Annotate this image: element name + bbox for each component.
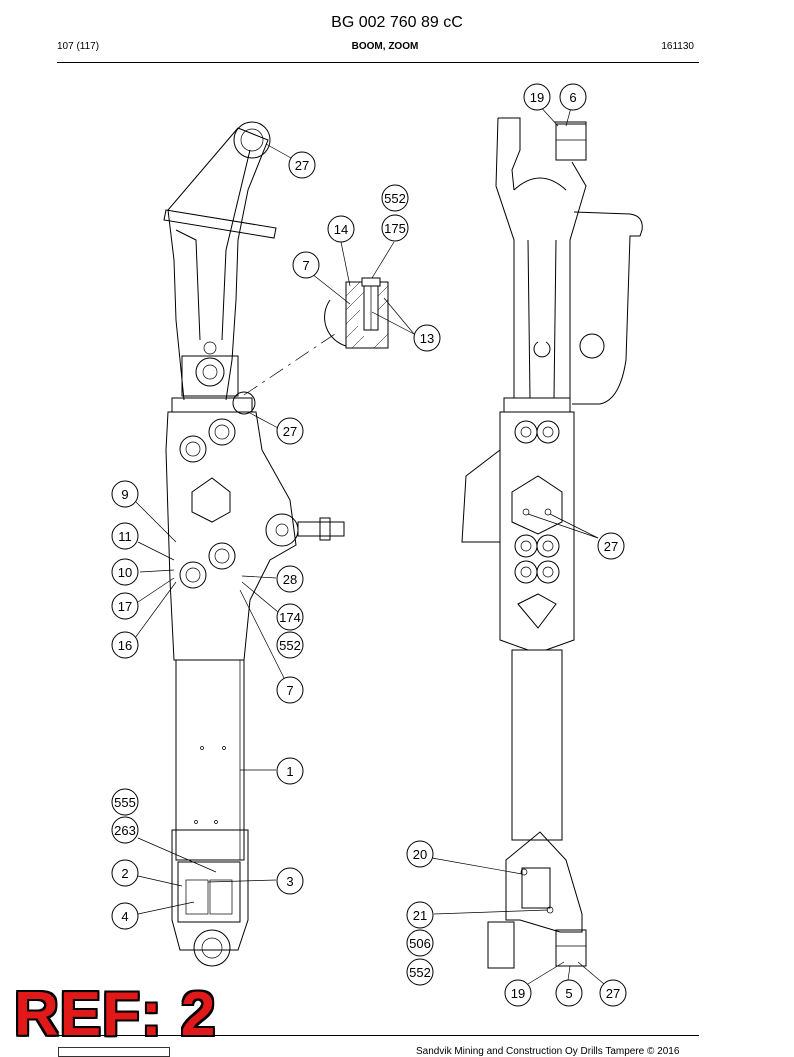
callout-27: 27 (276, 417, 304, 445)
callout-27: 27 (599, 979, 627, 1007)
svg-text:2: 2 (121, 866, 128, 881)
svg-text:7: 7 (302, 258, 309, 273)
svg-text:21: 21 (413, 908, 427, 923)
callout-27: 27 (288, 151, 316, 179)
callout-19: 19 (523, 83, 551, 111)
callout-552: 552 (276, 631, 304, 659)
svg-text:263: 263 (114, 823, 136, 838)
svg-text:27: 27 (283, 424, 297, 439)
header-rule (57, 62, 699, 63)
svg-text:19: 19 (511, 986, 525, 1001)
document-title: BG 002 760 89 cC (331, 14, 463, 31)
svg-text:28: 28 (283, 572, 297, 587)
svg-text:11: 11 (118, 529, 132, 544)
callout-175: 175 (381, 214, 409, 242)
callout-16: 16 (111, 631, 139, 659)
ref-stamp: REF: 2 (14, 980, 217, 1049)
callout-17: 17 (111, 592, 139, 620)
callout-2: 2 (111, 859, 139, 887)
svg-text:7: 7 (286, 683, 293, 698)
svg-text:4: 4 (121, 909, 128, 924)
svg-text:6: 6 (569, 90, 576, 105)
callout-506: 506 (406, 929, 434, 957)
svg-text:174: 174 (279, 610, 301, 625)
callout-263: 263 (111, 816, 139, 844)
callout-4: 4 (111, 902, 139, 930)
callout-7: 7 (276, 676, 304, 704)
svg-text:27: 27 (604, 539, 618, 554)
svg-text:3: 3 (286, 874, 293, 889)
svg-text:555: 555 (114, 795, 136, 810)
svg-text:10: 10 (118, 565, 132, 580)
svg-text:1: 1 (286, 764, 293, 779)
left-boom-view (163, 121, 345, 967)
svg-text:13: 13 (420, 331, 434, 346)
callout-3: 3 (276, 867, 304, 895)
section-detail (324, 277, 389, 349)
callout-555: 555 (111, 788, 139, 816)
callout-14: 14 (327, 215, 355, 243)
callout-20: 20 (406, 840, 434, 868)
svg-text:175: 175 (384, 221, 406, 236)
callout-21: 21 (406, 901, 434, 929)
svg-text:17: 17 (118, 599, 132, 614)
callout-7: 7 (292, 251, 320, 279)
footer-copyright: Sandvik Mining and Construction Oy Drill… (416, 1046, 680, 1057)
callout-5: 5 (555, 979, 583, 1007)
callout-552: 552 (406, 958, 434, 986)
svg-text:16: 16 (118, 638, 132, 653)
date-code: 161130 (661, 41, 694, 52)
svg-text:552: 552 (409, 965, 431, 980)
section-title: BOOM, ZOOM (351, 41, 419, 52)
svg-text:9: 9 (121, 487, 128, 502)
page-number: 107 (117) (57, 41, 100, 52)
callout-174: 174 (276, 603, 304, 631)
callout-11: 11 (111, 522, 139, 550)
callout-6: 6 (559, 83, 587, 111)
callout-552: 552 (381, 184, 409, 212)
callout-27: 27 (597, 532, 625, 560)
footer-rule (57, 1035, 699, 1036)
right-boom-view (461, 117, 643, 969)
leader-lines (134, 103, 605, 985)
svg-text:27: 27 (606, 986, 620, 1001)
callout-13: 13 (413, 324, 441, 352)
svg-text:552: 552 (384, 191, 406, 206)
svg-text:5: 5 (565, 986, 572, 1001)
callout-28: 28 (276, 565, 304, 593)
svg-text:19: 19 (530, 90, 544, 105)
svg-text:14: 14 (334, 222, 348, 237)
svg-text:20: 20 (413, 847, 427, 862)
callout-19: 19 (504, 979, 532, 1007)
callout-9: 9 (111, 480, 139, 508)
svg-text:552: 552 (279, 638, 301, 653)
svg-text:506: 506 (409, 936, 431, 951)
callout-1: 1 (276, 757, 304, 785)
callout-10: 10 (111, 558, 139, 586)
svg-text:27: 27 (295, 158, 309, 173)
